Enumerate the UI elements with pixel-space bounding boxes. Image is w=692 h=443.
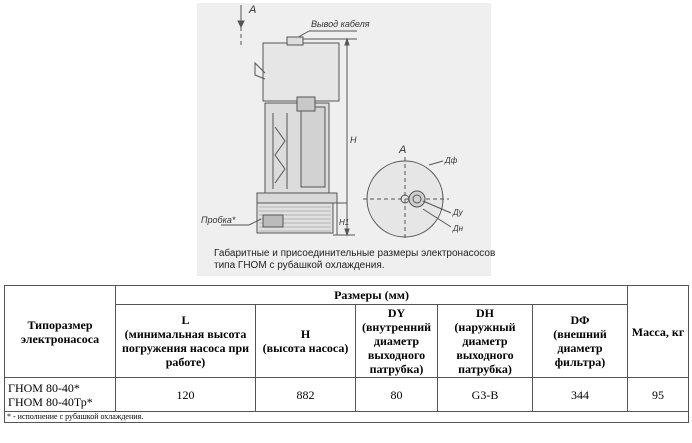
plug-label: Пробка*	[201, 215, 236, 225]
header-h-desc: (высота насоса)	[262, 341, 349, 355]
cell-l: 120	[115, 377, 256, 412]
height1-label: Н1	[339, 218, 349, 227]
dy-label: Ду	[452, 208, 464, 217]
model-line-2: ГНОМ 80-40Тр*	[8, 394, 93, 409]
spec-table: Типоразмер электронасоса Размеры (мм) Ма…	[3, 285, 690, 423]
cell-h: 882	[255, 377, 356, 412]
view-label: А	[398, 144, 406, 156]
header-df-desc: (внешний диаметр фильтра)	[553, 327, 607, 369]
footnote: * - исполнение с рубашкой охлаждения.	[3, 411, 690, 423]
header-df: DФ (внешний диаметр фильтра)	[531, 304, 629, 378]
header-l-title: L	[181, 313, 190, 327]
header-dh-title: DH	[476, 306, 494, 320]
model-line-1: ГНОМ 80-40*	[8, 380, 80, 395]
cell-df: 344	[531, 377, 629, 412]
cell-mass: 95	[627, 377, 690, 412]
plug-leader-2	[248, 218, 262, 226]
header-l-desc: (минимальная высота погружения насоса пр…	[121, 327, 250, 369]
df-leader	[428, 160, 444, 166]
dh-label: Дн	[452, 224, 464, 233]
height-arrow-bottom	[344, 228, 350, 237]
header-l: L (минимальная высота погружения насоса …	[115, 304, 256, 378]
header-dimensions-group: Размеры (мм)	[114, 285, 629, 305]
height-label: Н	[350, 135, 357, 145]
header-dh-desc: (наружный диаметр выходного патрубка)	[454, 320, 516, 376]
header-df-title: DФ	[570, 313, 590, 327]
motor-housing	[262, 42, 340, 102]
caption-line-2: типа ГНОМ с рубашкой охлаждения.	[214, 260, 385, 271]
cell-model: ГНОМ 80-40* ГНОМ 80-40Тр*	[4, 377, 116, 412]
header-h: H (высота насоса)	[255, 304, 356, 378]
drain-plug	[262, 214, 284, 228]
cell-dh: G3-B	[437, 377, 533, 412]
outlet-outer-circle	[408, 190, 426, 208]
pump-base-flange	[256, 192, 338, 204]
handle	[254, 61, 266, 80]
table-row: ГНОМ 80-40* ГНОМ 80-40Тр* 120 882 80 G3-…	[4, 377, 690, 412]
outlet-inner-circle	[412, 194, 422, 204]
df-label: Дф	[444, 156, 458, 165]
pump-drawing-panel: A Вывод кабеля Н Н1 Пробка* А Дф Ду Дн	[197, 3, 491, 276]
height-arrow-top	[344, 37, 350, 46]
header-dy: DY (внутренний диаметр выходного патрубк…	[355, 304, 438, 378]
header-mass: Масса, кг	[627, 285, 690, 378]
view-arrow-head	[237, 20, 245, 29]
winding-zigzag	[274, 126, 286, 184]
pump-drawing: A Вывод кабеля Н Н1 Пробка* А Дф Ду Дн	[201, 4, 464, 241]
drawing-caption: Габаритные и присоединительные размеры э…	[214, 248, 496, 272]
cable-outlet-label: Вывод кабеля	[311, 19, 370, 29]
dy-leader	[422, 200, 452, 214]
arrow-label-top: A	[248, 4, 256, 16]
filter-mesh	[259, 206, 331, 232]
discharge-pipe	[300, 106, 326, 188]
header-model: Типоразмер электронасоса	[4, 285, 116, 378]
cell-dy: 80	[355, 377, 438, 412]
cable-gland	[286, 36, 304, 46]
header-dy-title: DY	[387, 306, 406, 320]
header-dh: DH (наружный диаметр выходного патрубка)	[437, 304, 533, 378]
dh-leader	[422, 208, 452, 228]
header-dy-desc: (внутренний диаметр выходного патрубка)	[361, 320, 432, 376]
header-h-title: H	[300, 327, 311, 341]
pipe-flange	[296, 96, 316, 112]
caption-line-1: Габаритные и присоединительные размеры э…	[214, 248, 496, 259]
